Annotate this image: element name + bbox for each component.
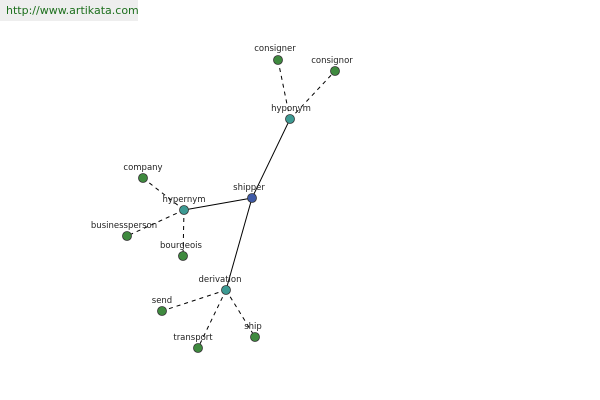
node-marker-bourgeois[interactable]	[178, 251, 188, 261]
edge-derivation-ship	[225, 289, 256, 338]
graph-node-businessperson[interactable]: businessperson	[91, 221, 157, 241]
graph-node-hypernym[interactable]: hypernym	[162, 195, 206, 215]
graph-nodes: shipper hyponym hypernym derivation consigne…	[91, 44, 353, 353]
node-label-company: company	[123, 163, 162, 173]
node-marker-consignor[interactable]	[330, 66, 340, 76]
node-label-bourgeois: bourgeois	[160, 241, 203, 251]
edge-hypernym-company	[142, 177, 185, 211]
edge-shipper-hyponym	[251, 118, 291, 199]
graph-node-derivation[interactable]: derivation	[198, 275, 242, 295]
node-marker-hypernym[interactable]	[179, 205, 189, 215]
node-label-ship: ship	[244, 322, 262, 332]
graph-node-send[interactable]: send	[152, 296, 172, 316]
node-label-businessperson: businessperson	[91, 221, 157, 231]
graph-node-consignor[interactable]: consignor	[311, 56, 353, 76]
node-marker-send[interactable]	[157, 306, 167, 316]
node-marker-company[interactable]	[138, 173, 148, 183]
edge-hyponym-consigner	[277, 59, 291, 120]
edge-derivation-transport	[197, 289, 227, 349]
node-label-consignor: consignor	[311, 56, 353, 66]
edge-derivation-send	[161, 289, 227, 312]
edge-shipper-derivation	[225, 197, 253, 291]
node-label-transport: transport	[173, 333, 213, 343]
edge-hypernym-businessperson	[126, 209, 185, 237]
node-marker-shipper[interactable]	[247, 193, 257, 203]
node-marker-ship[interactable]	[250, 332, 260, 342]
graph-node-hyponym[interactable]: hyponym	[271, 104, 311, 124]
node-marker-transport[interactable]	[193, 343, 203, 353]
node-marker-hyponym[interactable]	[285, 114, 295, 124]
edge-shipper-hypernym	[183, 197, 253, 211]
graph-edges	[126, 59, 336, 349]
graph-node-consigner[interactable]: consigner	[254, 44, 296, 65]
node-label-hypernym: hypernym	[162, 195, 205, 205]
node-label-hyponym: hyponym	[271, 104, 311, 114]
node-label-derivation: derivation	[198, 275, 241, 285]
node-label-send: send	[152, 296, 172, 306]
node-label-consigner: consigner	[254, 44, 296, 54]
node-marker-consigner[interactable]	[273, 55, 283, 65]
source-link[interactable]: http://www.artikata.com	[6, 4, 139, 17]
graph-node-company[interactable]: company	[123, 163, 163, 183]
graph-node-bourgeois[interactable]: bourgeois	[160, 241, 203, 261]
graph-node-ship[interactable]: ship	[244, 322, 262, 342]
node-marker-businessperson[interactable]	[122, 231, 132, 241]
graph-node-shipper[interactable]: shipper	[233, 183, 265, 203]
node-marker-derivation[interactable]	[221, 285, 231, 295]
edge-hyponym-consignor	[289, 70, 336, 120]
source-banner: http://www.artikata.com	[0, 0, 139, 21]
graph-node-transport[interactable]: transport	[173, 333, 213, 353]
node-label-shipper: shipper	[233, 183, 265, 193]
